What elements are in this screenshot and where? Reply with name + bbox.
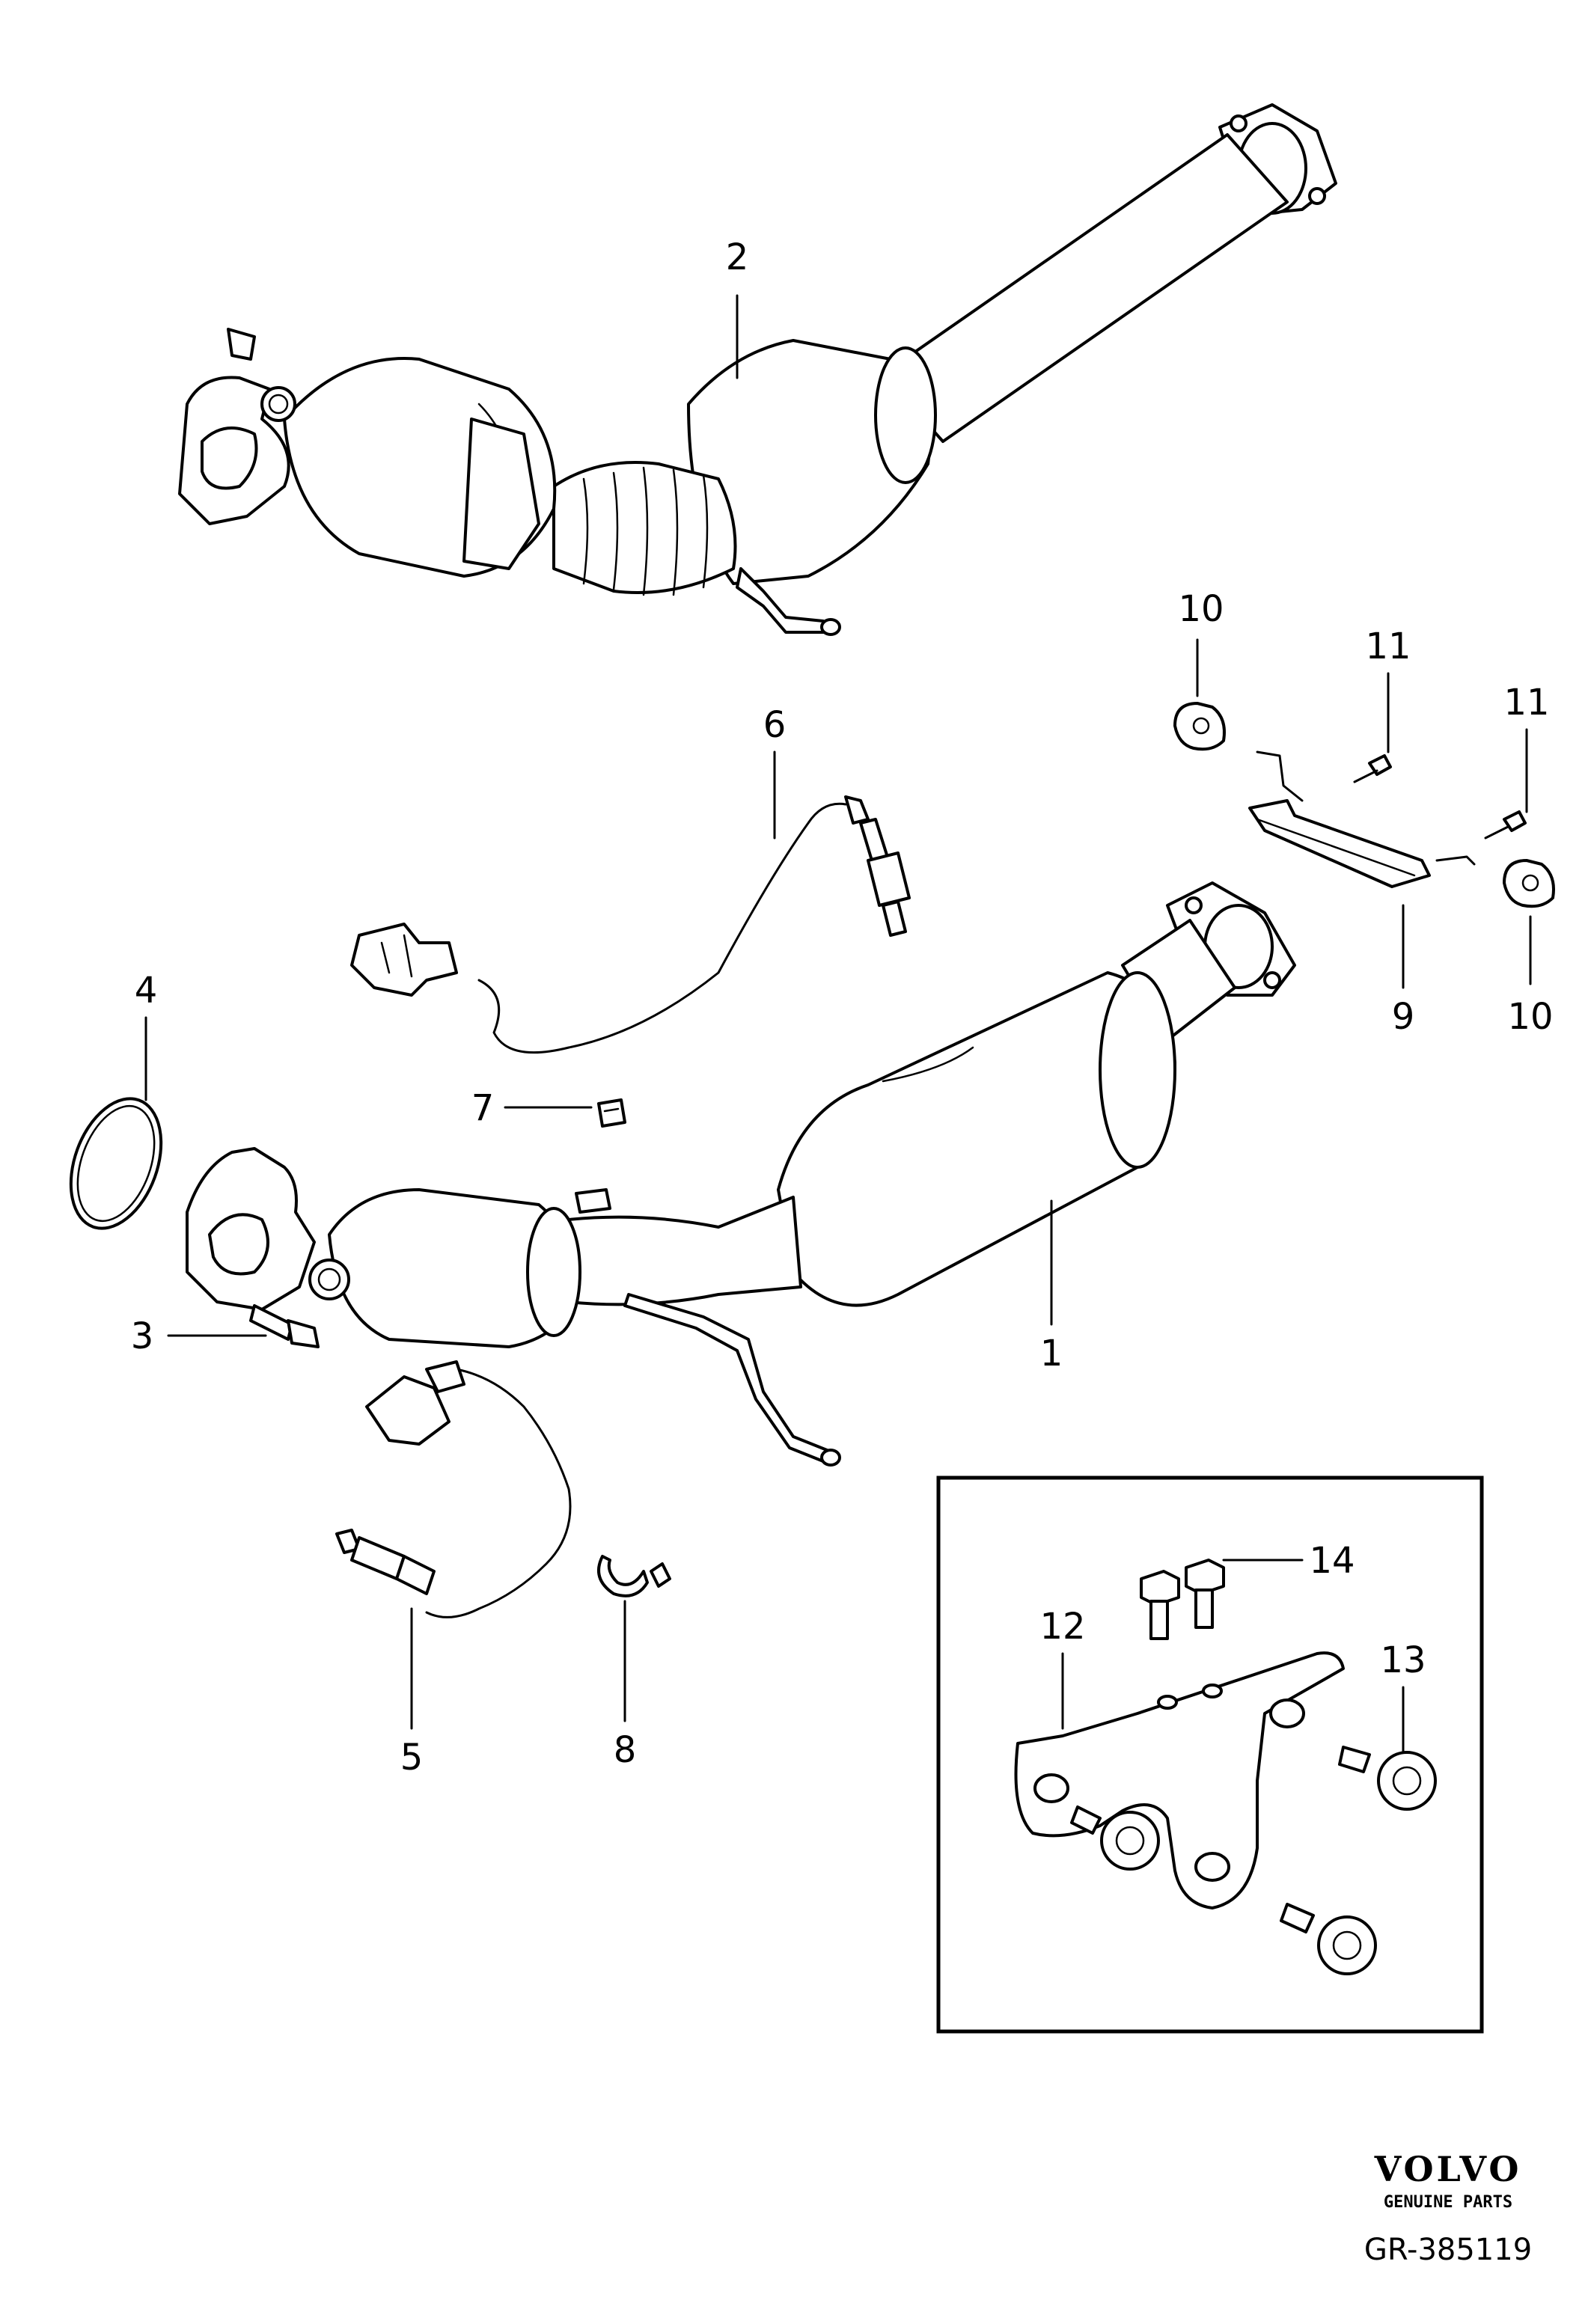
part-13-torx-bolts [1070,1746,1437,1975]
part-4-gasket [69,1097,163,1230]
callout-10-upper: 10 [1178,588,1224,630]
part-5-oxygen-sensor [335,1360,572,1618]
callout-9: 9 [1392,996,1415,1038]
callout-14: 14 [1309,1540,1355,1582]
volvo-logo: VOLVO [1374,2149,1522,2189]
part-3-bolt [249,1304,320,1348]
part-8-clamp [597,1555,671,1597]
part-11-bolt-upper [1353,754,1392,783]
callout-11-lower: 11 [1503,682,1549,724]
part-11-bolt-lower [1484,810,1527,840]
callout-3: 3 [131,1315,154,1357]
part-1-front-pipe-assembly [186,881,1296,1467]
part-12-mounting-bracket [1014,1651,1345,1909]
part-9-hanger-bracket [1248,750,1476,888]
callout-7: 7 [471,1087,495,1129]
callout-11-upper: 11 [1365,626,1411,667]
callout-1: 1 [1040,1333,1063,1374]
callout-leader-lines [144,294,1532,1752]
callout-labels: 2 1 3 4 5 6 7 8 9 10 10 11 11 12 13 14 [131,236,1554,1779]
callout-12: 12 [1039,1606,1085,1648]
callout-13: 13 [1380,1639,1426,1681]
part-2-front-pipe-assembly [178,103,1337,636]
part-10-rubber-hanger-lower [1503,859,1555,908]
callout-10-lower: 10 [1507,996,1553,1038]
part-7-clip [597,1098,626,1128]
part-10-rubber-hanger-upper [1173,702,1226,751]
genuine-parts-tagline: GENUINE PARTS [1384,2193,1512,2212]
callout-6: 6 [763,704,787,746]
part-14-bolts [1140,1559,1225,1640]
callout-4: 4 [135,970,158,1012]
brand-block: VOLVO GENUINE PARTS GR-385119 [1364,2149,1532,2267]
callout-8: 8 [614,1729,637,1771]
part-6-oxygen-sensor [350,795,911,1054]
inset-detail-box [936,1476,1484,2034]
callout-5: 5 [400,1737,424,1779]
callout-2: 2 [726,236,749,278]
reference-code: GR-385119 [1364,2233,1532,2267]
